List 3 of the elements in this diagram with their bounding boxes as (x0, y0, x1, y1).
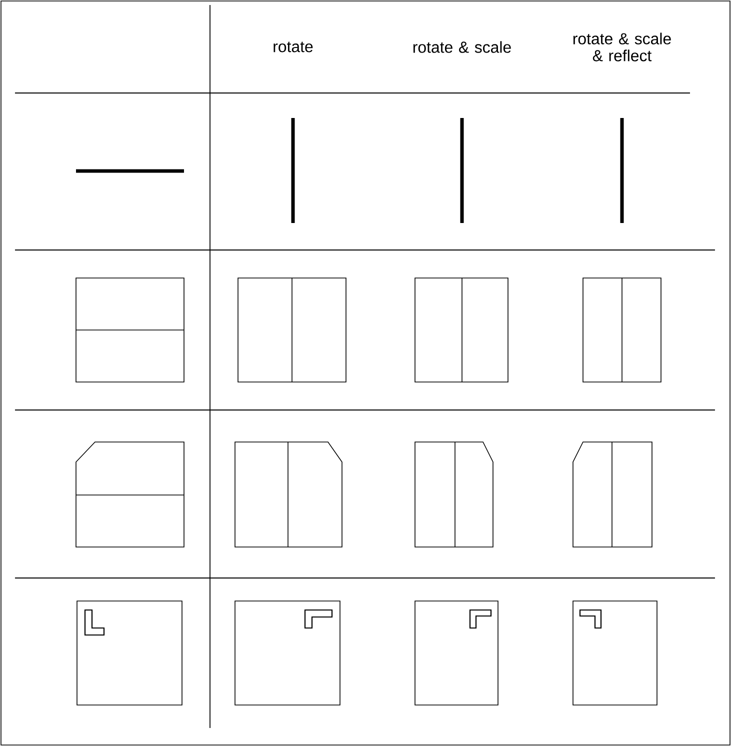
column-heading: rotate & scale (413, 41, 511, 53)
column-heading: rotate & scale & reflect (573, 32, 671, 62)
column-heading: rotate (274, 42, 313, 52)
